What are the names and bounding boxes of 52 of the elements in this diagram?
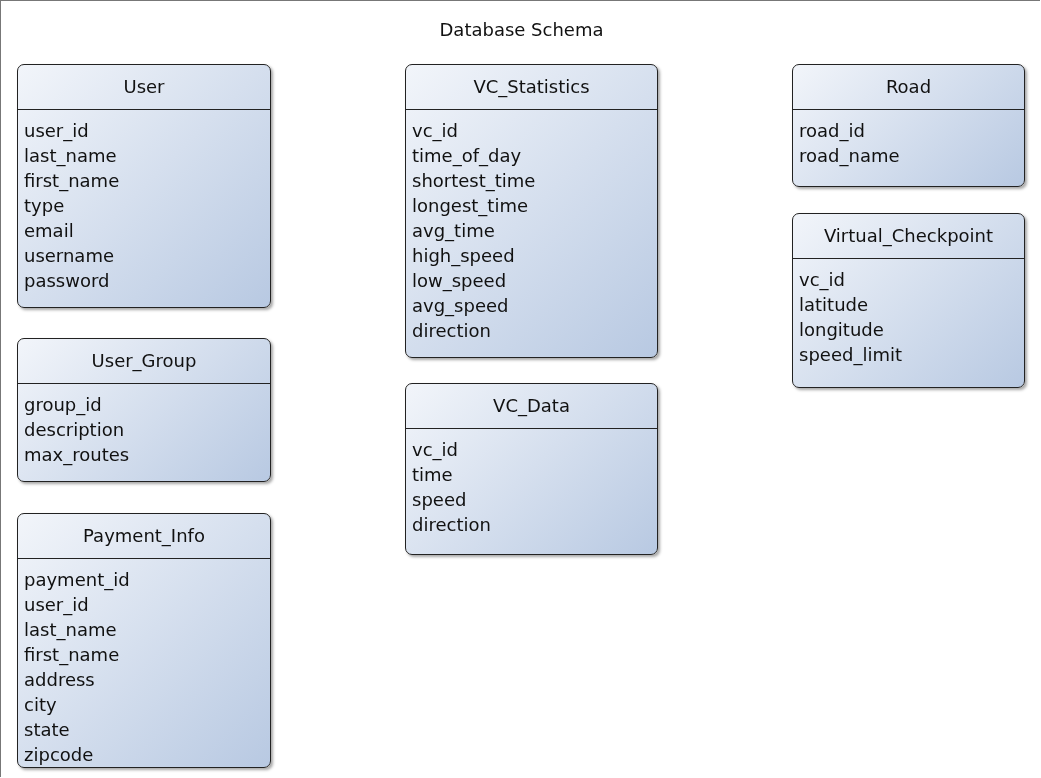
column-name: max_routes: [24, 443, 130, 467]
column-name: state: [24, 718, 70, 742]
table-name: Virtual_Checkpoint: [823, 224, 994, 249]
column-name: longest_time: [412, 194, 529, 218]
column-name: shortest_time: [412, 169, 536, 193]
column-name: address: [24, 668, 95, 692]
column-name: zipcode: [24, 743, 94, 767]
column-name: longitude: [799, 318, 884, 342]
column-name: first_name: [24, 643, 120, 667]
table-name: Payment_Info: [83, 524, 205, 549]
column-name: type: [24, 194, 65, 218]
column-name: avg_speed: [412, 294, 509, 318]
column-name: email: [24, 219, 74, 243]
column-name: vc_id: [412, 438, 458, 462]
column-name: low_speed: [412, 269, 507, 293]
table-box: [405, 64, 658, 358]
column-name: road_id: [799, 119, 865, 143]
column-name: road_name: [799, 144, 900, 168]
table-box: [17, 338, 271, 482]
table-box: [17, 513, 271, 768]
column-name: time: [412, 463, 453, 487]
column-name: username: [24, 244, 114, 268]
table-name: VC_Statistics: [473, 75, 590, 100]
column-name: user_id: [24, 119, 89, 143]
column-name: high_speed: [412, 244, 515, 268]
table-box: [17, 64, 271, 308]
column-name: payment_id: [24, 568, 130, 592]
column-name: direction: [412, 513, 491, 537]
column-name: vc_id: [412, 119, 458, 143]
column-name: password: [24, 269, 110, 293]
column-name: first_name: [24, 169, 120, 193]
column-name: speed_limit: [799, 343, 902, 367]
column-name: city: [24, 693, 57, 717]
table-box: [405, 383, 658, 555]
column-name: last_name: [24, 618, 117, 642]
column-name: group_id: [24, 393, 102, 417]
table-box: [792, 213, 1025, 388]
column-name: vc_id: [799, 268, 845, 292]
table-name: User: [123, 75, 165, 99]
column-name: time_of_day: [412, 144, 522, 168]
column-name: last_name: [24, 144, 117, 168]
column-name: avg_time: [412, 219, 495, 243]
table-name: Road: [885, 75, 932, 99]
column-name: description: [24, 418, 125, 442]
column-name: direction: [412, 319, 491, 343]
column-name: latitude: [799, 293, 869, 317]
table-name: VC_Data: [493, 394, 570, 419]
diagram-title: Database Schema: [438, 19, 605, 40]
table-name: User_Group: [91, 349, 197, 374]
column-name: speed: [412, 488, 467, 512]
column-name: user_id: [24, 593, 89, 617]
table-box: [792, 64, 1025, 187]
